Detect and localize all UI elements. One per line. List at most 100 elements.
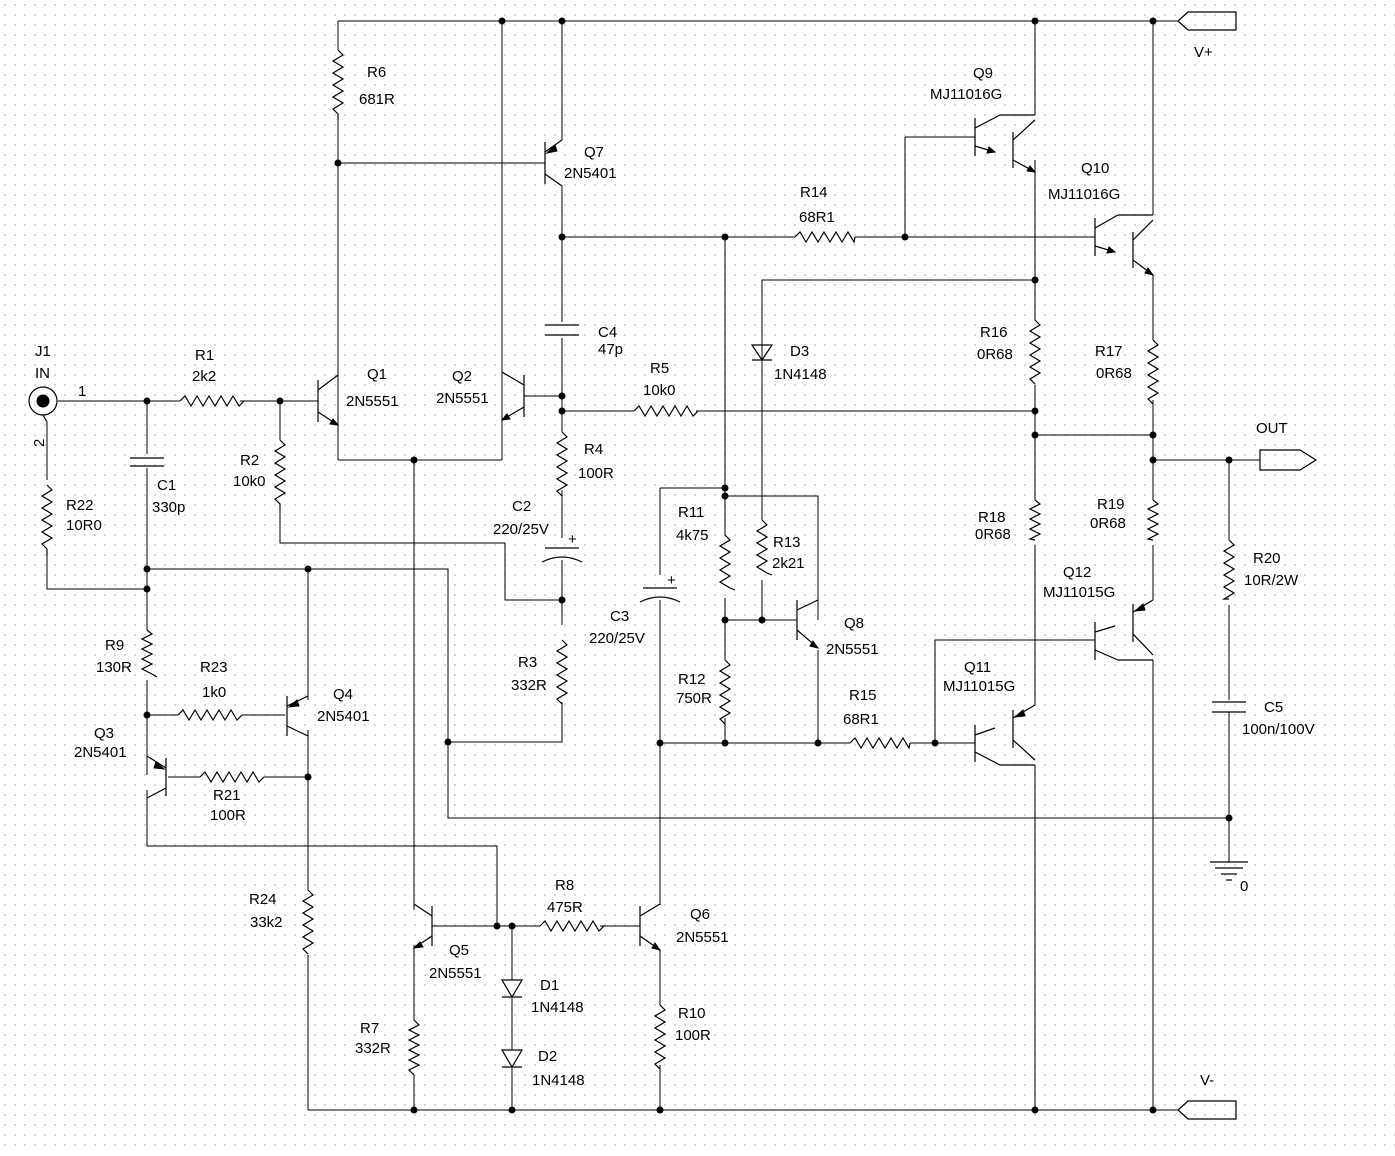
resistor-r10 xyxy=(653,1004,667,1070)
vminus-port[interactable] xyxy=(1177,1100,1237,1120)
resistor-r2 xyxy=(273,439,287,510)
r9-value: 130R xyxy=(96,659,132,676)
c2-ref: C2 xyxy=(512,498,531,515)
c3-ref: C3 xyxy=(610,608,629,625)
d3-value: 1N4148 xyxy=(774,366,827,383)
r3-value: 332R xyxy=(511,677,547,694)
transistors xyxy=(146,114,1155,951)
resistor-r8 xyxy=(539,919,605,933)
ground-label: 0 xyxy=(1240,878,1248,895)
r22-value: 10R0 xyxy=(66,517,102,534)
resistor-r15 xyxy=(849,736,911,750)
q2-ref: Q2 xyxy=(452,368,472,385)
resistor-r19 xyxy=(1146,499,1160,541)
c3-plus-mark: + xyxy=(667,572,676,589)
resistor-r12 xyxy=(718,659,732,725)
q2-value: 2N5551 xyxy=(436,390,489,407)
output-port[interactable] xyxy=(1259,449,1318,471)
q5-ref: Q5 xyxy=(449,942,469,959)
transistor-q9 xyxy=(974,114,1037,173)
r17-ref: R17 xyxy=(1095,343,1123,360)
r21-value: 100R xyxy=(210,807,246,824)
r2-value: 10k0 xyxy=(233,473,266,490)
q7-ref: Q7 xyxy=(584,144,604,161)
r6-value: 681R xyxy=(359,91,395,108)
r10-ref: R10 xyxy=(678,1005,706,1022)
q1-value: 2N5551 xyxy=(346,393,399,410)
d3-ref: D3 xyxy=(790,343,809,360)
resistor-r5 xyxy=(633,404,699,418)
transistor-q5 xyxy=(412,903,433,949)
transistor-q6 xyxy=(639,903,662,951)
j1-ref: J1 xyxy=(35,343,51,360)
resistor-r6 xyxy=(331,49,345,120)
r18-ref: R18 xyxy=(978,509,1006,526)
r1-value: 2k2 xyxy=(192,368,216,385)
out-label: OUT xyxy=(1256,420,1288,437)
d1-ref: D1 xyxy=(540,977,559,994)
resistor-r24 xyxy=(301,889,315,955)
transistor-q12 xyxy=(1094,599,1154,661)
q10-value: MJ11016G xyxy=(1048,186,1120,203)
resistor-r14 xyxy=(794,230,856,244)
q3-value: 2N5401 xyxy=(74,744,127,761)
resistor-r18 xyxy=(1028,499,1042,541)
q12-value: MJ11015G xyxy=(1043,584,1115,601)
r3-ref: R3 xyxy=(518,654,537,671)
resistor-r16 xyxy=(1028,319,1042,385)
r20-value: 10R/2W xyxy=(1244,572,1299,589)
c5-value: 100n/100V xyxy=(1242,721,1315,738)
resistor-r7 xyxy=(407,1019,421,1076)
q8-value: 2N5551 xyxy=(826,641,879,658)
r23-value: 1k0 xyxy=(202,684,226,701)
r21-ref: R21 xyxy=(213,787,241,804)
vplus-port[interactable] xyxy=(1177,11,1237,31)
resistor-r20 xyxy=(1221,539,1236,600)
diodes xyxy=(500,344,774,1069)
r5-value: 10k0 xyxy=(643,382,676,399)
q9-value: MJ11016G xyxy=(930,86,1002,103)
q6-value: 2N5551 xyxy=(676,929,729,946)
r1-ref: R1 xyxy=(195,347,214,364)
input-jack-j1[interactable] xyxy=(28,386,58,423)
diode-d3 xyxy=(750,344,774,362)
q5-value: 2N5551 xyxy=(429,965,482,982)
r13-value: 2k21 xyxy=(772,555,805,572)
vminus-label: V- xyxy=(1200,1072,1214,1089)
capacitors xyxy=(130,324,1246,713)
r15-ref: R15 xyxy=(849,687,877,704)
j1-pin1: 1 xyxy=(78,383,86,400)
capacitor-c1 xyxy=(130,457,164,467)
resistor-r17 xyxy=(1146,339,1160,405)
r4-value: 100R xyxy=(578,465,614,482)
r20-ref: R20 xyxy=(1253,550,1281,567)
resistor-r11 xyxy=(718,534,736,591)
r7-ref: R7 xyxy=(360,1020,379,1037)
transistor-q4 xyxy=(286,695,309,737)
q9-ref: Q9 xyxy=(973,65,993,82)
junction-dots xyxy=(143,17,1233,1114)
labels: J1 IN 1 2 R1 2k2 R2 10k0 R22 10R0 C1 330… xyxy=(31,44,1315,1089)
capacitor-c2 xyxy=(541,547,583,563)
transistor-q8 xyxy=(796,599,820,649)
transistor-q7 xyxy=(544,139,563,187)
r7-value: 332R xyxy=(355,1040,391,1057)
r13-ref: R13 xyxy=(773,534,801,551)
r15-value: 68R1 xyxy=(843,711,879,728)
vplus-label: V+ xyxy=(1194,44,1213,61)
r23-ref: R23 xyxy=(200,659,228,676)
r19-value: 0R68 xyxy=(1090,515,1126,532)
resistors xyxy=(40,49,1236,1076)
r12-ref: R12 xyxy=(678,671,706,688)
r5-ref: R5 xyxy=(650,360,669,377)
c2-plus-mark: + xyxy=(568,531,577,548)
capacitor-c5 xyxy=(1212,701,1246,713)
c3-value: 220/25V xyxy=(589,630,645,647)
diode-d2 xyxy=(500,1049,524,1069)
r24-ref: R24 xyxy=(249,891,277,908)
d1-value: 1N4148 xyxy=(531,999,584,1016)
q7-value: 2N5401 xyxy=(564,165,617,182)
d2-ref: D2 xyxy=(538,1048,557,1065)
resistor-r4 xyxy=(555,431,569,497)
r11-ref: R11 xyxy=(678,504,704,521)
